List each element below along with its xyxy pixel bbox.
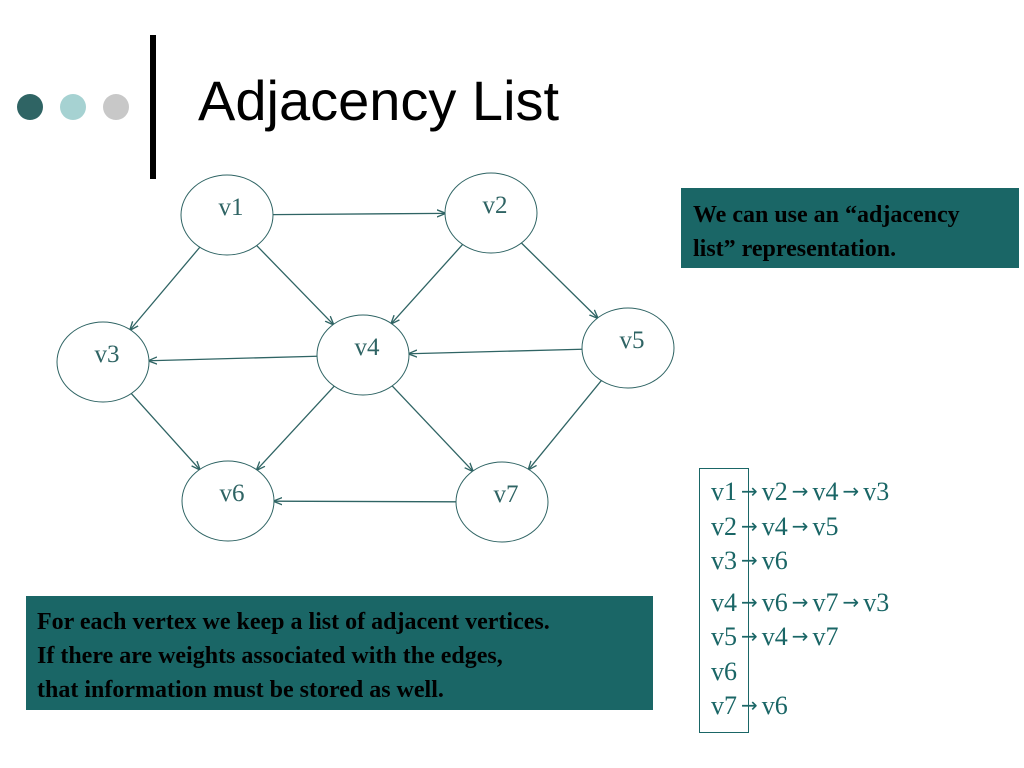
- node-circle: [581, 307, 675, 389]
- node-circle: [180, 174, 274, 256]
- neighbor-label: v6: [761, 546, 788, 575]
- edge-v5-v4: [409, 348, 583, 354]
- arrow-icon: →: [741, 624, 758, 648]
- bullet-dot-gray: [103, 94, 129, 120]
- node-v5: v5: [581, 307, 675, 389]
- arrow-icon: →: [741, 590, 758, 614]
- vertex-label: v5: [711, 622, 737, 651]
- edge-v4-v7: [391, 385, 473, 471]
- node-label: v7: [494, 481, 519, 508]
- node-v3: v3: [56, 321, 150, 403]
- adjacency-row-v3: v3→v6: [711, 546, 788, 577]
- neighbor-label: v5: [812, 512, 839, 541]
- node-v2: v2: [444, 172, 538, 254]
- edge-v2-v5: [520, 242, 597, 318]
- node-label: v4: [355, 334, 381, 361]
- node-label: v2: [483, 192, 508, 219]
- slide-title: Adjacency List: [198, 69, 560, 132]
- node-circle: [181, 460, 275, 542]
- neighbor-label: v4: [761, 512, 788, 541]
- neighbor-label: v6: [761, 588, 788, 617]
- neighbor-label: v7: [812, 622, 839, 651]
- neighbor-label: v4: [761, 622, 788, 651]
- vertex-label: v1: [711, 477, 737, 506]
- node-label: v6: [220, 480, 245, 507]
- node-v1: v1: [180, 174, 274, 256]
- adjacency-row-v4: v4→v6→v7→v3: [711, 588, 889, 619]
- adjacency-row-v7: v7→v6: [711, 691, 788, 722]
- arrow-icon: →: [741, 548, 758, 572]
- arrow-icon: →: [791, 624, 809, 648]
- node-label: v3: [95, 341, 120, 368]
- node-circle: [316, 314, 410, 396]
- note-line: list” representation.: [693, 236, 897, 262]
- arrow-icon: →: [741, 479, 758, 503]
- arrow-icon: →: [791, 514, 809, 538]
- node-label: v1: [219, 194, 244, 221]
- edge-v4-v3: [149, 355, 318, 361]
- adjacency-row-v5: v5→v4→v7: [711, 622, 839, 653]
- neighbor-label: v2: [761, 477, 788, 506]
- note-line: If there are weights associated with the…: [37, 643, 503, 669]
- bullet-dot-dark: [17, 94, 43, 120]
- edge-v1-v2: [272, 213, 445, 214]
- note-line: We can use an “adjacency: [693, 202, 960, 228]
- node-circle: [444, 172, 538, 254]
- arrow-icon: →: [741, 693, 758, 717]
- edge-v4-v6: [257, 385, 335, 470]
- neighbor-label: v7: [812, 588, 839, 617]
- adjacency-row-v2: v2→v4→v5: [711, 512, 839, 543]
- node-v4: v4: [316, 314, 410, 396]
- adjacency-row-v1: v1→v2→v4→v3: [711, 477, 889, 508]
- vertex-label: v6: [711, 657, 737, 686]
- arrow-icon: →: [842, 590, 860, 614]
- node-circle: [455, 461, 549, 543]
- adjacency-row-v6: v6: [711, 657, 737, 687]
- vertex-column-frame: [699, 468, 749, 733]
- bullet-dot-light: [60, 94, 86, 120]
- title-divider: [150, 35, 156, 179]
- node-circle: [56, 321, 150, 403]
- edge-v3-v6: [130, 393, 199, 470]
- note-adjacency-list: We can use an “adjacency list” represent…: [681, 188, 1019, 268]
- neighbor-label: v3: [863, 588, 890, 617]
- vertex-label: v7: [711, 691, 737, 720]
- node-v7: v7: [455, 461, 549, 543]
- neighbor-label: v6: [761, 691, 788, 720]
- arrow-icon: →: [791, 590, 809, 614]
- neighbor-label: v3: [863, 477, 890, 506]
- arrow-icon: →: [791, 479, 809, 503]
- edge-v7-v6: [274, 501, 457, 502]
- edge-v1-v3: [130, 246, 201, 329]
- node-label: v5: [620, 327, 645, 354]
- vertex-label: v3: [711, 546, 737, 575]
- edge-v2-v4: [391, 244, 464, 323]
- note-line: that information must be stored as well.: [37, 677, 444, 703]
- vertex-label: v2: [711, 512, 737, 541]
- arrow-icon: →: [741, 514, 758, 538]
- edge-v5-v7: [529, 380, 602, 470]
- edge-v1-v4: [256, 245, 334, 325]
- vertex-label: v4: [711, 588, 737, 617]
- note-vertex-list: For each vertex we keep a list of adjace…: [26, 596, 653, 710]
- arrow-icon: →: [842, 479, 860, 503]
- neighbor-label: v4: [812, 477, 839, 506]
- note-line: For each vertex we keep a list of adjace…: [37, 609, 550, 635]
- node-v6: v6: [181, 460, 275, 542]
